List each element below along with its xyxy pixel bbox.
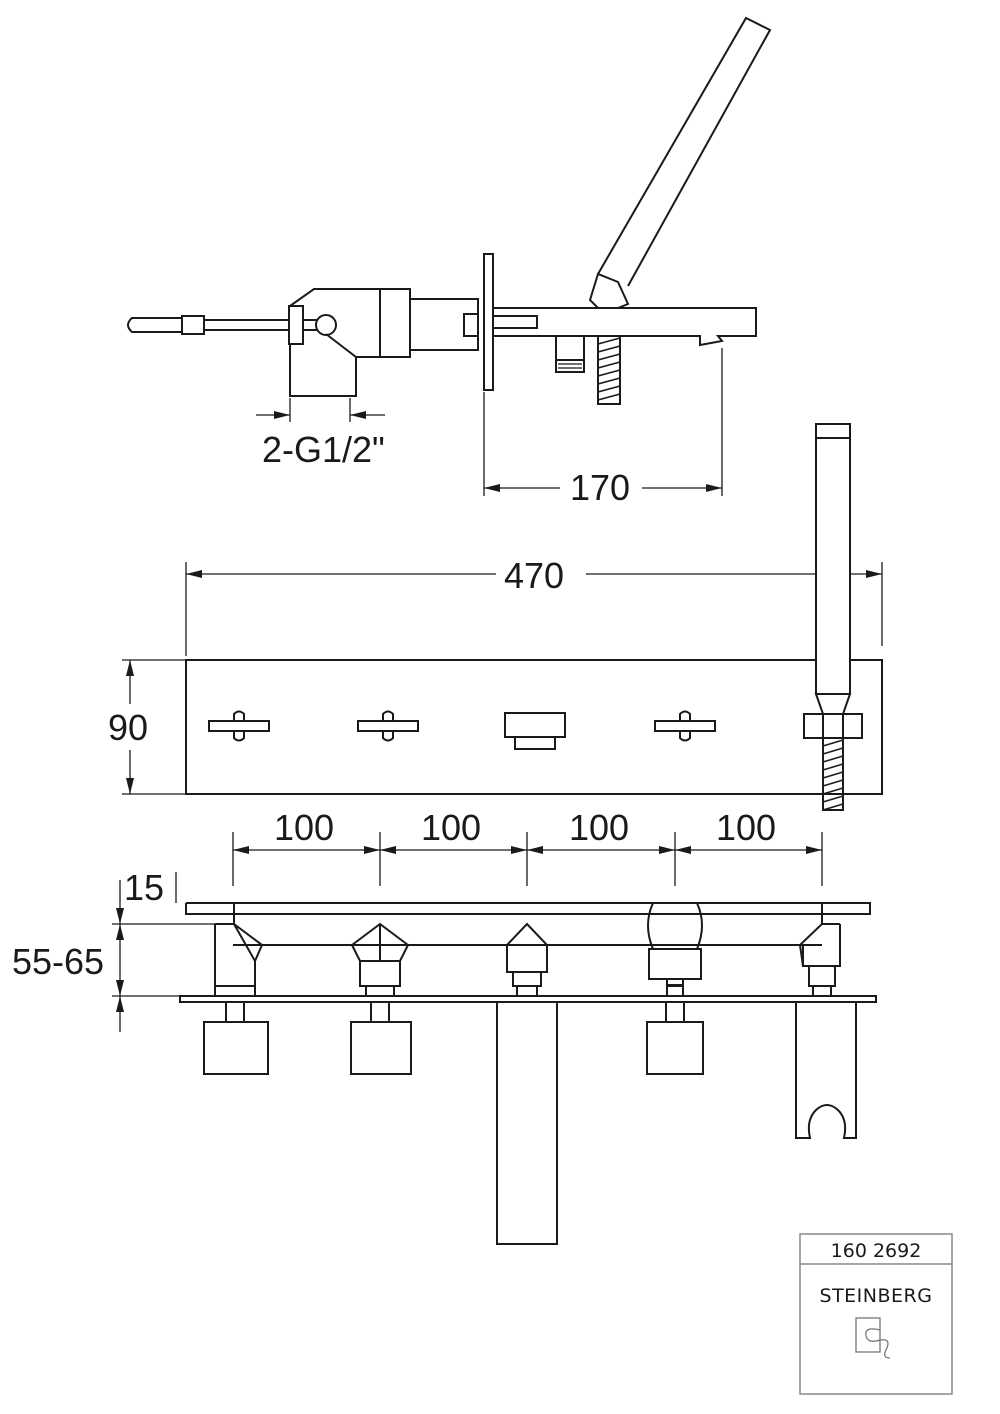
spout — [493, 307, 757, 347]
valve-2 — [350, 922, 412, 1075]
valve-shower — [795, 903, 857, 1139]
side-view: 2-G1/2" 170 — [127, 16, 772, 508]
cartridge-knob — [315, 314, 337, 336]
hose-front — [822, 737, 844, 811]
diverter-valve — [646, 902, 704, 1075]
hand-shower-front — [803, 423, 863, 811]
title-block: 160 2692 STEINBERG — [799, 1233, 953, 1395]
article-number: 160 2692 — [831, 1240, 922, 1262]
brand-name: STEINBERG — [820, 1285, 933, 1307]
handle-1 — [208, 710, 270, 742]
shower-holder — [588, 272, 630, 309]
deck-plate — [185, 659, 883, 795]
spout-valve — [496, 922, 558, 1245]
dim-plate-height: 90 — [108, 707, 148, 748]
wall-plate — [483, 253, 494, 391]
dim-spacing-4: 100 — [716, 807, 776, 848]
valve-body — [289, 288, 411, 358]
dim-top-offset: 15 — [124, 867, 164, 908]
spout-front — [504, 712, 566, 750]
hand-shower-side — [597, 16, 772, 287]
handle-2 — [357, 710, 419, 742]
spout-body — [496, 1001, 558, 1245]
dim-overall-width: 470 — [504, 555, 564, 596]
valve-1 — [203, 903, 269, 1075]
dim-spout-projection: 170 — [570, 467, 630, 508]
lever-grip — [181, 315, 205, 335]
dim-installation-depth: 55-65 — [12, 941, 104, 982]
steinberg-logo-icon — [855, 1317, 891, 1359]
dim-spacing-1: 100 — [274, 807, 334, 848]
dim-spacing-3: 100 — [569, 807, 629, 848]
handle-3 — [654, 710, 716, 742]
lever-rod — [127, 317, 183, 333]
dim-spacing-2: 100 — [421, 807, 481, 848]
front-view: 470 90 — [108, 423, 883, 811]
shower-bracket — [795, 1002, 857, 1139]
flange-small — [288, 305, 304, 345]
dim-inlet-thread: 2-G1/2" — [262, 429, 385, 470]
hose-connector — [555, 335, 585, 373]
top-plate — [185, 902, 871, 915]
section-view: 100 100 100 100 — [12, 807, 877, 1245]
